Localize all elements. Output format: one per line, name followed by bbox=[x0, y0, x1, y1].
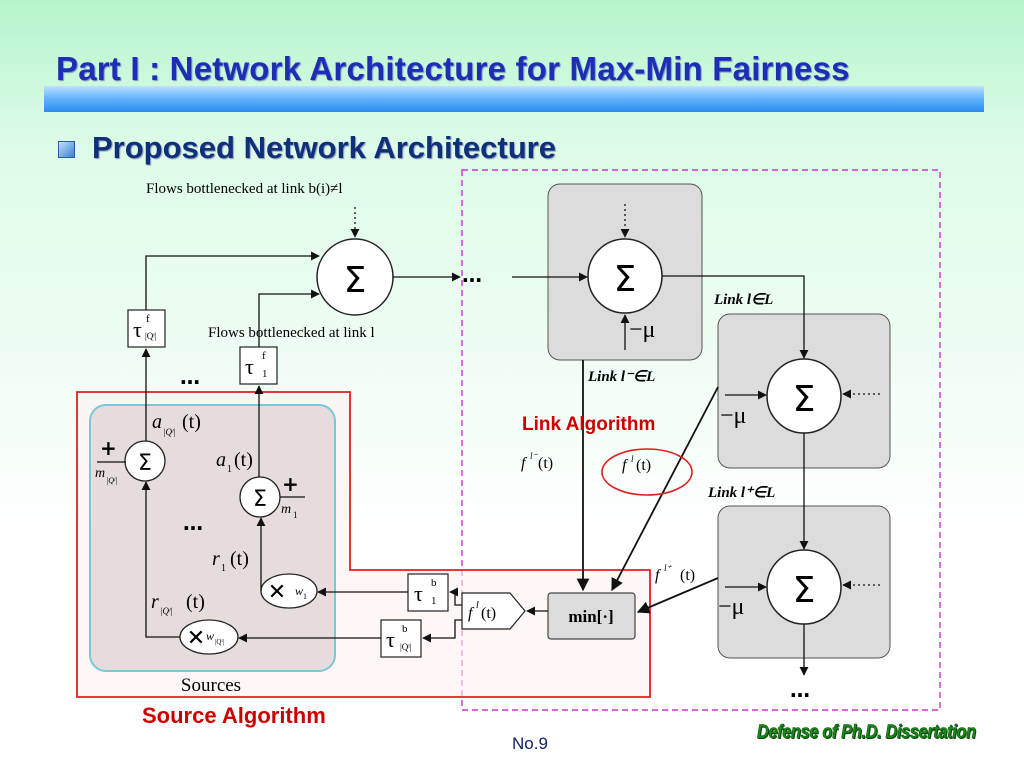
mu-l-minus: −μ bbox=[629, 317, 655, 343]
r-1-t: (t) bbox=[230, 548, 249, 570]
tau-f-Q-sub: |Qˡ| bbox=[145, 331, 157, 341]
min-block bbox=[547, 592, 636, 640]
link-l-label: Link l∈L bbox=[713, 292, 773, 308]
plus-Q: + bbox=[100, 436, 117, 460]
sources-label: Sources bbox=[181, 675, 241, 696]
slide-title: Part I : Network Architecture for Max-Mi… bbox=[56, 50, 850, 87]
r-Q-t: (t) bbox=[186, 591, 205, 613]
link-algorithm-region bbox=[461, 169, 941, 711]
pentagon-block bbox=[461, 592, 526, 630]
f-l-minus-f: f bbox=[521, 455, 528, 472]
tau-f-Q-glyph: τ bbox=[133, 317, 142, 342]
r-1-sub: 1 bbox=[221, 563, 226, 574]
tau-f-1-glyph: τ bbox=[245, 354, 254, 379]
multiply-1-glyph: ✕ bbox=[268, 580, 286, 605]
title-underline-bar bbox=[44, 86, 984, 112]
multiply-Q-glyph: ✕ bbox=[187, 626, 205, 651]
tau-b-Q-sub: |Qˡ| bbox=[400, 642, 412, 652]
m-1-label: m bbox=[281, 502, 291, 517]
sigma-l-minus-glyph: Σ bbox=[614, 259, 637, 300]
sigma-source-Q-glyph: Σ bbox=[138, 451, 152, 476]
pentagon-l: l bbox=[476, 600, 479, 611]
r-1-label: r bbox=[212, 548, 220, 570]
f-l-minus-t: (t) bbox=[538, 455, 553, 472]
wQ-label: w bbox=[206, 629, 214, 643]
link-l-plus-label: Link l⁺∈L bbox=[707, 485, 775, 501]
m-1-sub: 1 bbox=[293, 510, 298, 520]
sigma-l-plus-glyph: Σ bbox=[793, 570, 816, 611]
f-l-plus-f: f bbox=[655, 567, 662, 584]
mu-l-plus: −μ bbox=[718, 594, 744, 620]
w1-label: w bbox=[295, 584, 303, 598]
sigma-source-1-glyph: Σ bbox=[253, 487, 267, 512]
tau-f-1-box bbox=[239, 346, 278, 385]
ellipsis-sources: … bbox=[183, 511, 203, 535]
ellipsis-left: … bbox=[180, 365, 200, 389]
mu-l: −μ bbox=[720, 403, 746, 429]
m-Q-label: m bbox=[95, 466, 105, 481]
f-l-minus-sup: l⁻ bbox=[530, 451, 539, 461]
bullet-heading: Proposed Network Architecture bbox=[92, 130, 556, 165]
bullet-square-icon bbox=[58, 141, 75, 158]
ellipsis-top: … bbox=[462, 263, 482, 287]
footer-logo: Defense of Ph.D. Dissertation bbox=[757, 722, 977, 744]
source-algorithm-label: Source Algorithm bbox=[142, 703, 326, 728]
f-l-plus-t: (t) bbox=[680, 567, 695, 584]
r-Q-label: r bbox=[151, 591, 159, 613]
page-number: No.9 bbox=[512, 734, 548, 753]
a-1-label: a bbox=[216, 449, 226, 471]
r-Q-sub: |Qˡ| bbox=[160, 606, 173, 616]
sigma-node-source-Q bbox=[124, 440, 166, 482]
m-Q-sub: |Qˡ| bbox=[106, 476, 117, 485]
mid-flows-label: Flows bottlenecked at link l bbox=[208, 325, 375, 341]
tau-b-Q-box bbox=[380, 619, 422, 658]
f-l-plus-sup: l⁺ bbox=[664, 563, 673, 573]
sigma-l-glyph: Σ bbox=[793, 379, 816, 420]
tau-b-Q-sup: b bbox=[402, 623, 408, 635]
min-label: min[·] bbox=[568, 607, 613, 626]
f-l-highlight-ellipse bbox=[601, 448, 693, 496]
tau-f-Q-box bbox=[127, 309, 166, 348]
f-l-t: (t) bbox=[636, 457, 651, 474]
link-l-minus-label: Link l⁻∈L bbox=[587, 369, 655, 385]
wQ-sub: |Qˡ| bbox=[215, 638, 224, 646]
f-l-f: f bbox=[622, 457, 629, 474]
plus-1: + bbox=[282, 472, 299, 496]
tau-b-1-sup: b bbox=[431, 577, 437, 589]
tau-b-1-sub: 1 bbox=[431, 595, 437, 607]
tau-b-1-box bbox=[407, 573, 449, 612]
pentagon-t: (t) bbox=[481, 605, 496, 622]
tau-f-1-sub: 1 bbox=[262, 368, 268, 380]
tau-b-Q-glyph: τ bbox=[386, 627, 395, 652]
top-flows-label: Flows bottlenecked at link b(i)≠l bbox=[146, 181, 343, 197]
a-Q-label: a bbox=[152, 411, 162, 433]
f-l-sup: l bbox=[631, 454, 634, 464]
ellipsis-bottom: … bbox=[790, 678, 810, 702]
tau-b-1-glyph: τ bbox=[414, 581, 423, 606]
pentagon-f: f bbox=[468, 605, 475, 622]
w1-sub: 1 bbox=[303, 592, 307, 601]
tau-f-Q-sup: f bbox=[146, 313, 150, 325]
a-Q-t: (t) bbox=[182, 411, 201, 433]
a-1-t: (t) bbox=[234, 449, 253, 471]
a-Q-sub: |Qˡ| bbox=[163, 427, 176, 437]
sigma-top-glyph: Σ bbox=[344, 260, 367, 301]
tau-f-1-sup: f bbox=[262, 350, 266, 362]
a-1-sub: 1 bbox=[227, 464, 232, 475]
link-algorithm-label: Link Algorithm bbox=[522, 414, 655, 435]
